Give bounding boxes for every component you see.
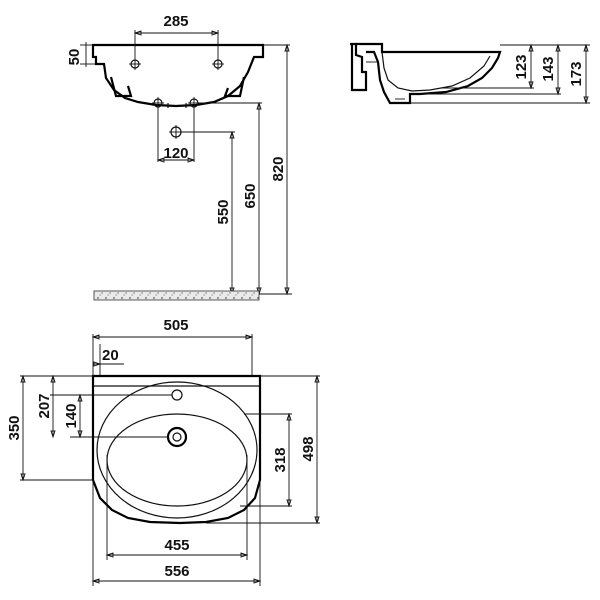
floor-hatch [93,290,260,301]
top-basin-outline [91,374,262,525]
front-basin-outline [91,43,265,108]
dim-wall-offset: 20 [102,347,119,364]
dim-drain-spacing: 120 [163,145,188,162]
dim-overall-depth: 498 [300,436,317,461]
dim-side-mid: 143 [540,56,557,81]
top-view: 505 20 350 207 140 318 [6,317,320,586]
dim-bowl-width: 455 [164,537,189,554]
dim-basin-length: 350 [6,415,23,440]
dim-tap-spacing: 285 [163,13,188,30]
front-left-pedestal [109,76,133,98]
fixing-hole-right-icon [188,97,200,109]
side-view: 123 143 173 [350,42,590,105]
top-tap-hole-icon [171,389,183,401]
dim-rim-thickness: 50 [66,49,83,66]
dim-lower-height: 650 [242,183,259,208]
side-basin-outline [350,42,368,92]
dim-total-height: 820 [270,156,287,181]
dim-side-total: 173 [568,61,585,86]
front-right-pedestal [223,76,246,98]
dim-top-width: 505 [163,317,188,334]
front-drain-stub [167,103,187,108]
dim-side-inner: 123 [513,54,530,79]
dim-tap-from-wall: 140 [63,403,80,428]
tap-hole-right-icon [212,58,224,70]
bowl-outer [96,381,258,519]
top-drain-icon [166,426,188,448]
tap-hole-left-icon [129,58,141,70]
dim-drain-height: 550 [215,199,232,224]
fixing-hole-left-icon [152,97,164,109]
dim-tap-depth: 207 [36,393,53,418]
front-view: 285 50 120 550 650 820 [66,13,292,301]
dim-overall-width: 556 [164,563,189,580]
dim-bowl-depth: 318 [272,447,289,472]
